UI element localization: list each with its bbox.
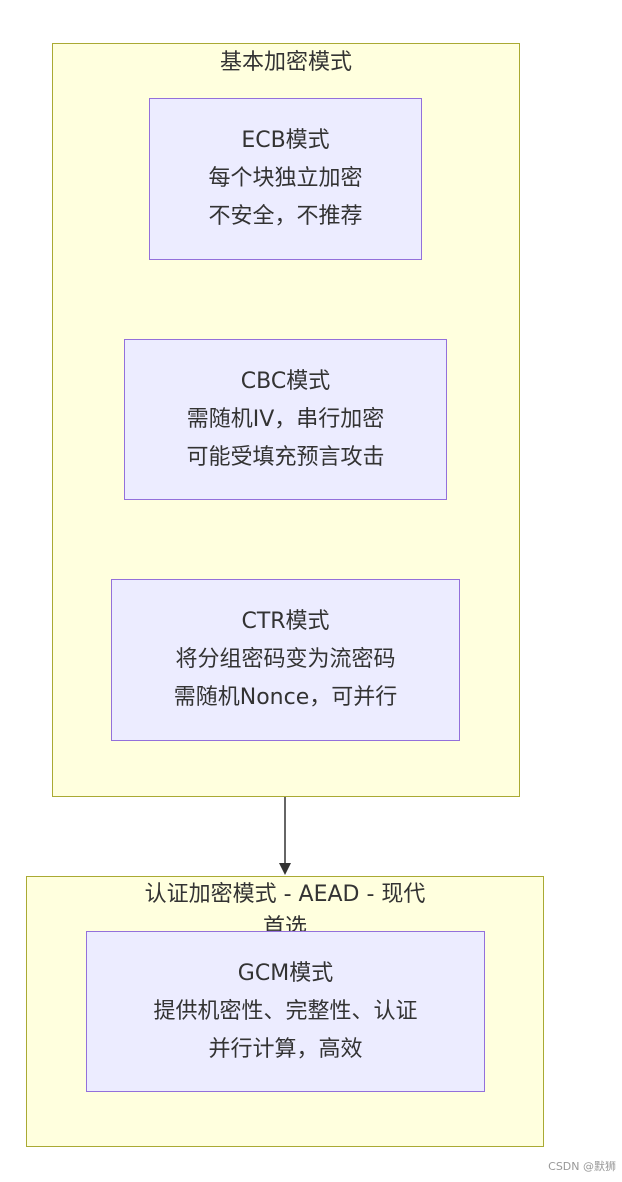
node-ctr-line-1: 将分组密码变为流密码	[175, 647, 396, 672]
node-gcm-title: GCM模式	[237, 960, 334, 986]
group-aead-title-line-1: 认证加密模式 - AEAD - 现代	[144, 882, 426, 907]
node-gcm-line-2: 并行计算，高效	[208, 1036, 363, 1062]
node-gcm[interactable]: GCM模式 提供机密性、完整性、认证 并行计算，高效	[86, 931, 485, 1092]
node-cbc-line-2: 可能受填充预言攻击	[186, 444, 385, 470]
node-ecb-line-1: 每个块独立加密	[208, 166, 363, 191]
watermark: CSDN @默狮	[548, 1160, 616, 1173]
node-ctr-line-2: 需随机Nonce，可并行	[173, 685, 398, 710]
node-ecb-title: ECB模式	[241, 128, 330, 153]
node-cbc-line-1: 需随机IV，串行加密	[186, 406, 385, 432]
node-ecb[interactable]: ECB模式 每个块独立加密 不安全，不推荐	[149, 98, 422, 260]
node-cbc-title: CBC模式	[240, 368, 331, 394]
node-ctr[interactable]: CTR模式 将分组密码变为流密码 需随机Nonce，可并行	[111, 579, 460, 741]
node-ecb-line-2: 不安全，不推荐	[208, 204, 363, 229]
node-gcm-line-1: 提供机密性、完整性、认证	[153, 998, 418, 1024]
node-cbc[interactable]: CBC模式 需随机IV，串行加密 可能受填充预言攻击	[124, 339, 447, 500]
node-ctr-title: CTR模式	[241, 609, 330, 634]
group-basic-title: 基本加密模式	[219, 50, 352, 75]
